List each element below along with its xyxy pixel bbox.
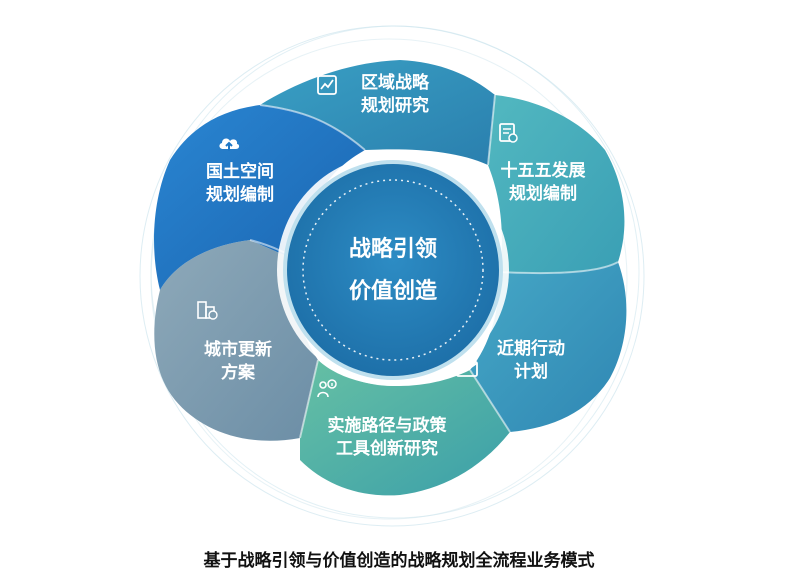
- segment-label-regional: 区域战略 规划研究: [345, 72, 445, 118]
- segment-land-line-1: 国土空间: [206, 162, 274, 182]
- center-line-1: 战略引领: [348, 237, 437, 262]
- envelope-icon: [455, 357, 478, 379]
- building-icon: [196, 298, 218, 320]
- segment-label-fyp: 十五五发展 规划编制: [488, 160, 598, 206]
- segment-fyp-line-2: 规划编制: [509, 184, 577, 204]
- diagram-graphic: [139, 25, 645, 527]
- outer-rings: [139, 25, 645, 527]
- segment-shape-policy: [300, 360, 510, 496]
- segment-shape-fyp: [488, 95, 625, 274]
- segment-action-line-2: 计划: [514, 362, 548, 382]
- segment-land-line-2: 规划编制: [206, 185, 274, 205]
- segment-label-land: 国土空间 规划编制: [190, 161, 290, 207]
- segment-shape-urban: [154, 240, 318, 441]
- business-model-diagram: 战略引领 价值创造 区域战略 规划研究 十五五发展 规划编制 近期行动 计划 实…: [139, 25, 645, 527]
- center-hub: [277, 154, 509, 386]
- segment-policy-line-1: 实施路径与政策: [327, 416, 447, 436]
- segment-dividers: [249, 94, 619, 439]
- segment-fyp-line-1: 十五五发展: [500, 161, 586, 181]
- segment-shape-land: [154, 105, 365, 290]
- segment-action-line-1: 近期行动: [497, 339, 565, 359]
- center-title: 战略引领 价值创造: [333, 233, 453, 309]
- segment-regional-line-1: 区域战略: [361, 73, 429, 93]
- document-seal-icon: [497, 122, 519, 144]
- segment-urban-line-2: 方案: [221, 363, 255, 383]
- cloud-upload-icon: [217, 133, 240, 155]
- diagram-caption: 基于战略引领与价值创造的战略规划全流程业务模式: [203, 551, 595, 571]
- chart-report-icon: [316, 74, 338, 96]
- segment-label-urban: 城市更新 方案: [188, 339, 288, 385]
- segment-regional-line-2: 规划研究: [361, 96, 429, 116]
- center-line-2: 价值创造: [348, 279, 437, 304]
- segment-shape-action: [470, 262, 627, 432]
- segment-label-policy: 实施路径与政策 工具创新研究: [312, 415, 462, 461]
- person-info-icon: [316, 378, 338, 400]
- segment-urban-line-1: 城市更新: [204, 340, 272, 360]
- segment-policy-line-2: 工具创新研究: [336, 439, 438, 459]
- segment-label-action: 近期行动 计划: [486, 338, 576, 384]
